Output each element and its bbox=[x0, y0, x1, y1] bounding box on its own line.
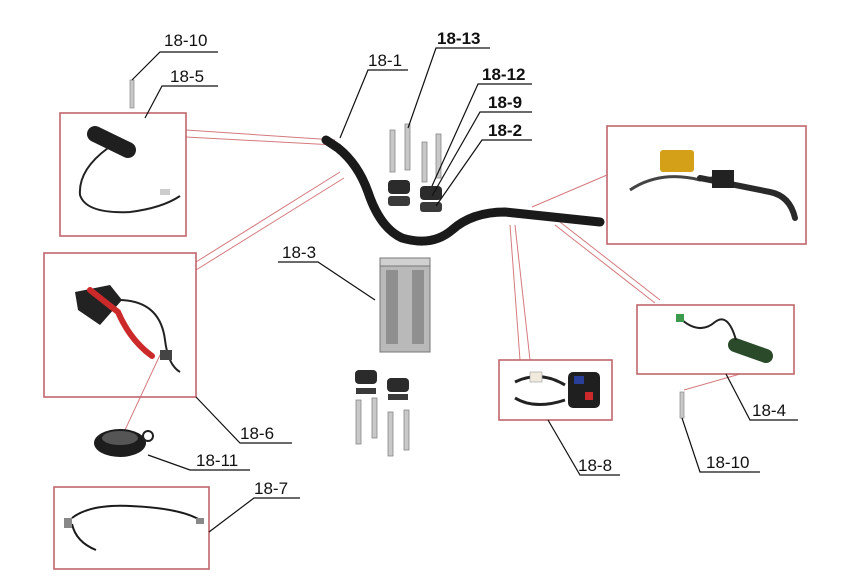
label-18-10-right: 18-10 bbox=[706, 453, 749, 472]
upper-clamp-blocks bbox=[388, 180, 442, 212]
brake-lever-assembly bbox=[629, 150, 798, 221]
label-18-4: 18-4 bbox=[752, 401, 786, 420]
callout-box-right-grip bbox=[636, 304, 795, 375]
lower-clamp-bolts bbox=[355, 397, 410, 457]
throttle-grip bbox=[78, 126, 181, 214]
handlebar-switch-assembly bbox=[514, 371, 600, 408]
throttle-cable bbox=[64, 504, 204, 551]
label-18-5: 18-5 bbox=[170, 67, 204, 86]
callout-box-throttle-grip bbox=[59, 112, 187, 237]
leader-lines bbox=[131, 47, 798, 533]
kill-switch-assembly bbox=[75, 285, 181, 373]
callout-box-brake-lever bbox=[606, 125, 807, 245]
bolt-18-10-left bbox=[129, 79, 135, 109]
label-18-13: 18-13 bbox=[437, 29, 480, 48]
label-18-6: 18-6 bbox=[240, 424, 274, 443]
label-18-2: 18-2 bbox=[488, 121, 522, 140]
bolt-18-10-right bbox=[679, 391, 685, 419]
label-18-10-left: 18-10 bbox=[164, 31, 207, 50]
callout-box-throttle-cable bbox=[53, 486, 210, 570]
label-18-3: 18-3 bbox=[282, 243, 316, 262]
label-18-8: 18-8 bbox=[578, 456, 612, 475]
handlebar-riser bbox=[379, 257, 431, 353]
callout-box-switch-assembly bbox=[498, 359, 613, 421]
label-18-7: 18-7 bbox=[254, 479, 288, 498]
right-grip bbox=[676, 314, 773, 363]
upper-clamp-bolts bbox=[389, 123, 442, 183]
label-18-12: 18-12 bbox=[482, 65, 525, 84]
wrist-strap bbox=[94, 429, 154, 457]
label-18-11: 18-11 bbox=[196, 451, 238, 470]
lower-clamp-blocks bbox=[355, 370, 409, 400]
callout-box-kill-switch bbox=[43, 252, 197, 398]
callout-connector-lines bbox=[124, 129, 741, 431]
handlebar bbox=[321, 135, 605, 246]
label-18-1: 18-1 bbox=[368, 51, 402, 70]
label-18-9: 18-9 bbox=[488, 93, 522, 112]
